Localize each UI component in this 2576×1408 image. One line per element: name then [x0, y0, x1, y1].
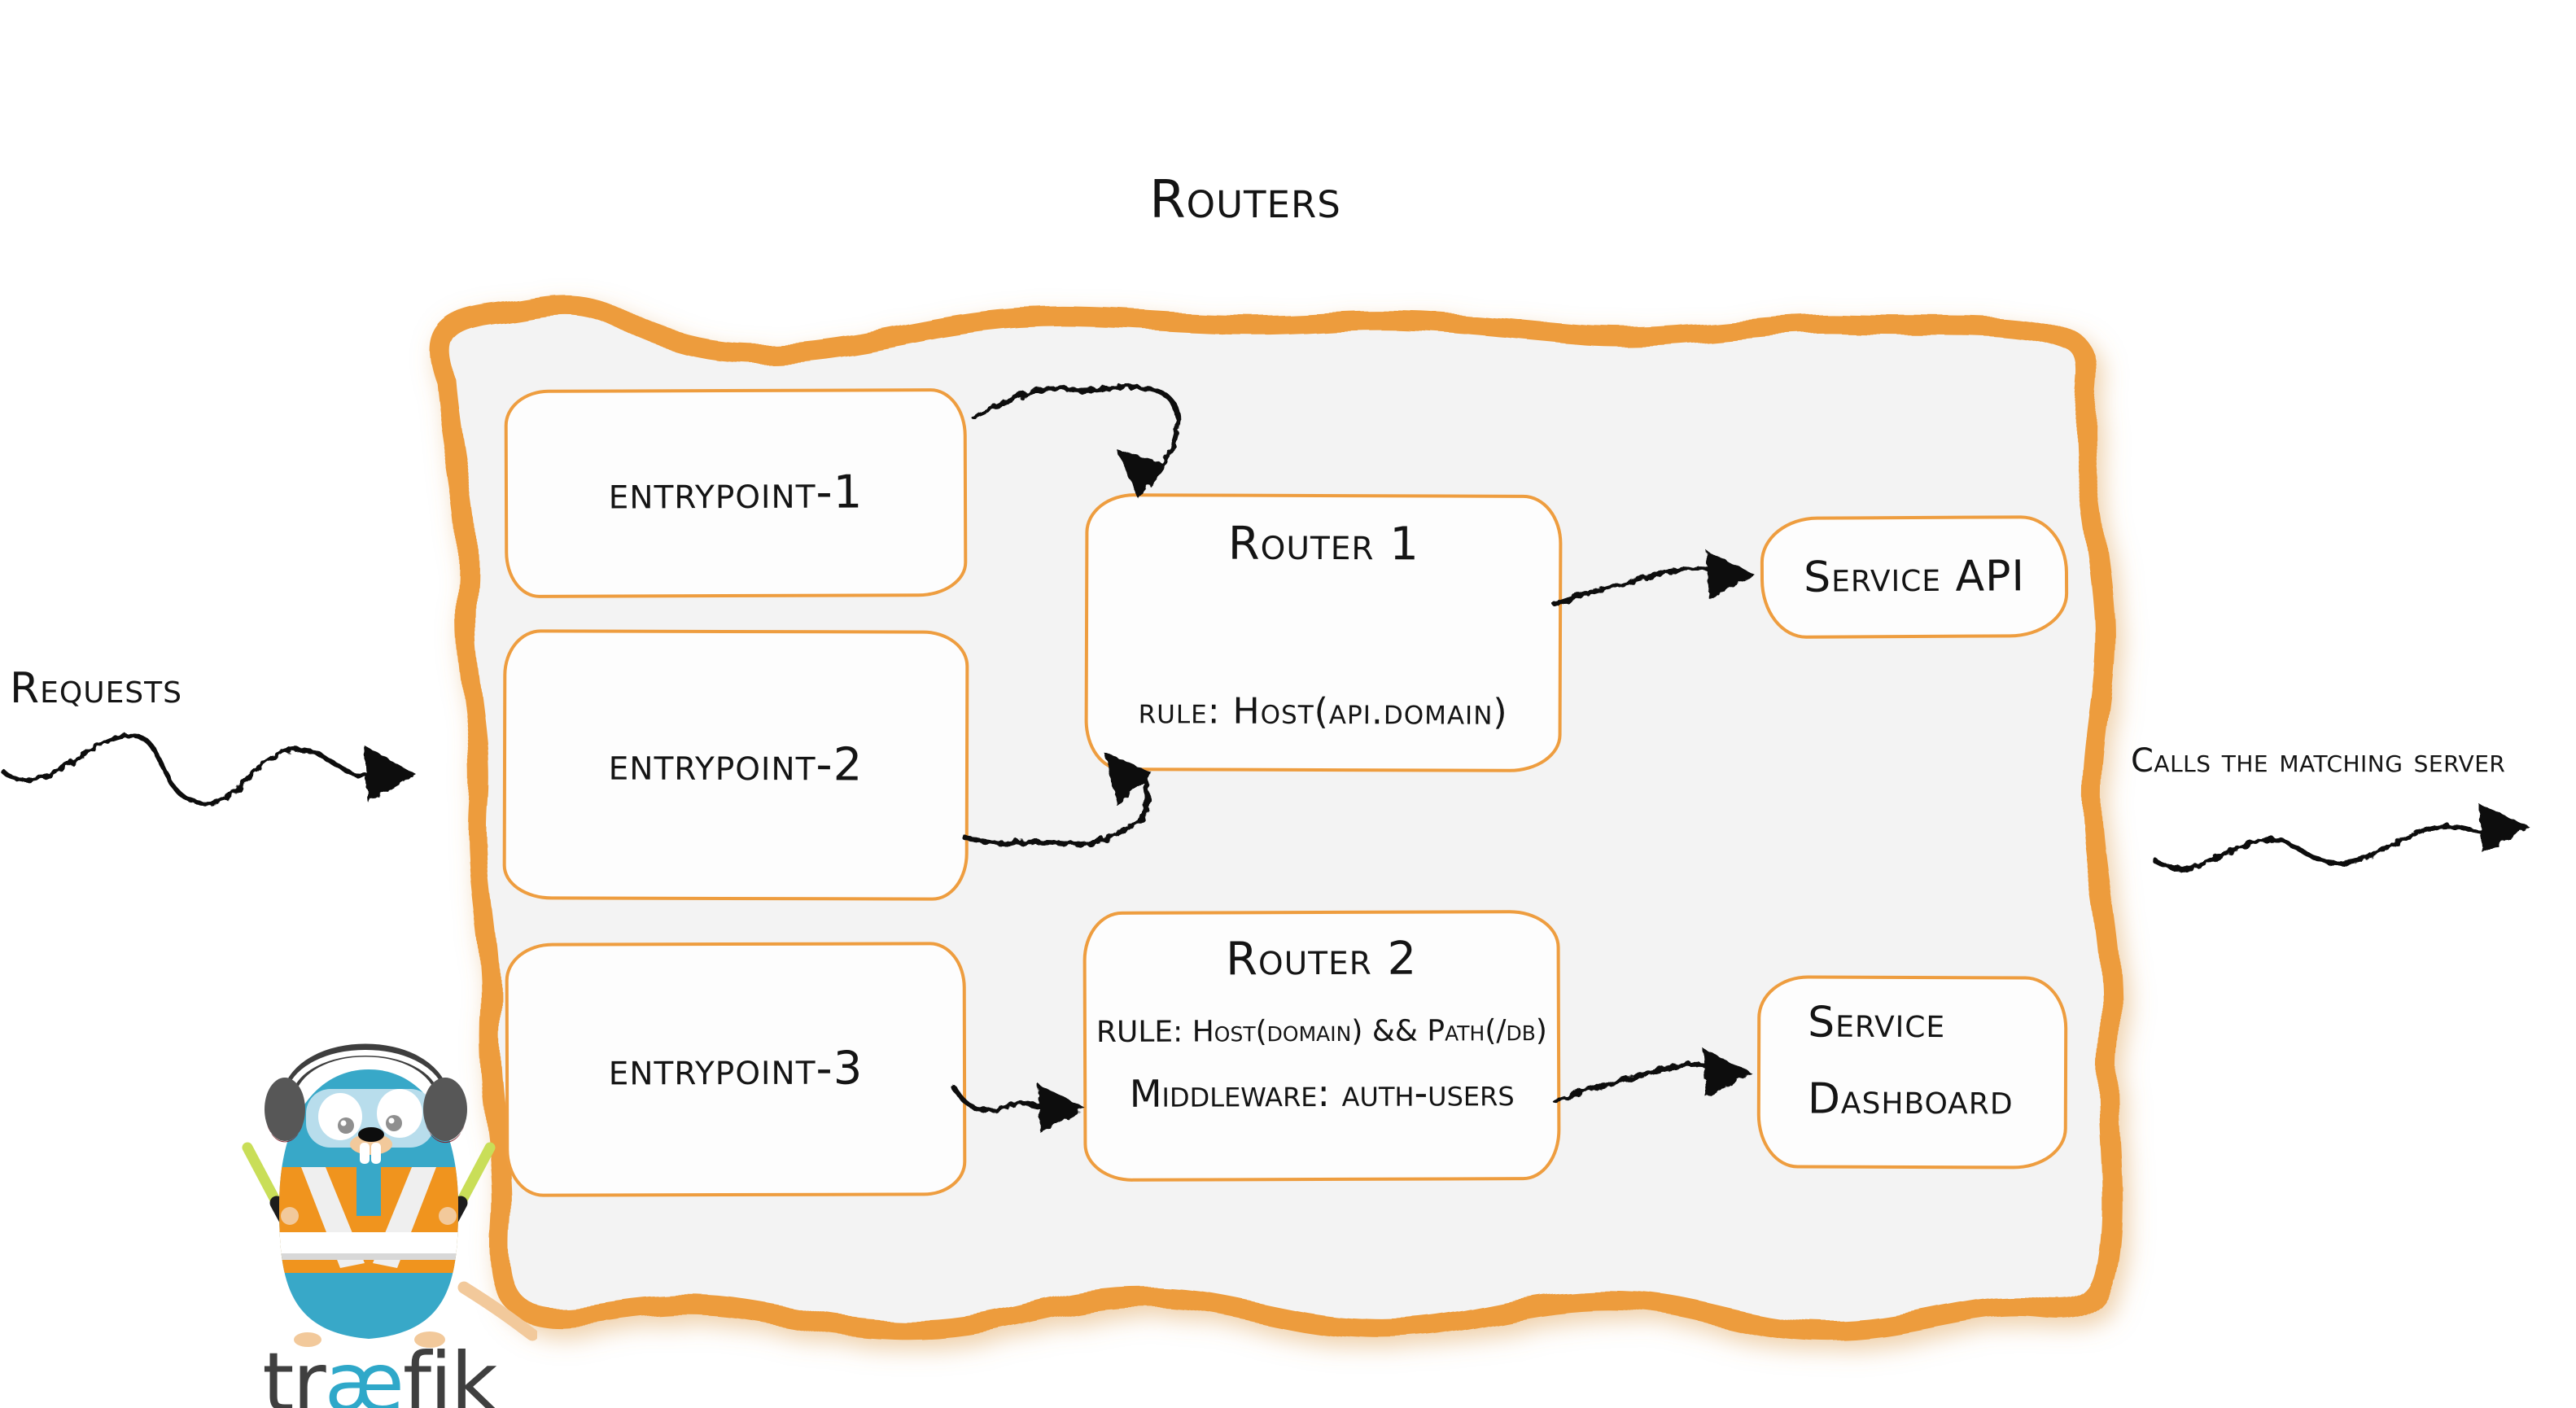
router-1-title: Router 1	[1227, 517, 1420, 571]
service-api-box: Service API	[1760, 515, 2069, 639]
requests-label: Requests	[10, 664, 183, 713]
traefik-wordmark-suffix: fik	[402, 1335, 498, 1408]
router-1-box: Router 1 rule: Host(api.domain)	[1084, 492, 1563, 773]
router-2-middleware: Middleware: auth-users	[1129, 1070, 1515, 1116]
router-2-box: Router 2 RULE: Host(domain) && Path(/db)…	[1082, 909, 1561, 1183]
entrypoint-1-label: entrypoint-1	[608, 466, 864, 520]
entrypoint-3-label: entrypoint-3	[608, 1042, 864, 1096]
service-dashboard-label-line1: Service	[1808, 998, 1946, 1048]
router-2-title: Router 2	[1225, 932, 1418, 986]
calls-label: Calls the matching server	[2131, 742, 2506, 780]
traefik-wordmark: træfik	[241, 1335, 518, 1408]
traefik-wordmark-prefix: tr	[262, 1335, 326, 1408]
entrypoint-2-box: entrypoint-2	[502, 629, 969, 901]
page-title: Routers	[1149, 170, 1341, 230]
router-1-rule: rule: Host(api.domain)	[1138, 690, 1508, 733]
router-2-rule: RULE: Host(domain) && Path(/db)	[1096, 1014, 1547, 1049]
entrypoint-3-box: entrypoint-3	[505, 942, 967, 1197]
traefik-wordmark-ae: æ	[324, 1335, 405, 1408]
service-dashboard-box: Service Dashboard	[1756, 975, 2068, 1170]
entrypoint-1-box: entrypoint-1	[504, 388, 968, 598]
service-api-label: Service API	[1803, 552, 2026, 602]
service-dashboard-label-line2: Dashboard	[1807, 1074, 2014, 1125]
entrypoint-2-label: entrypoint-2	[608, 737, 864, 792]
